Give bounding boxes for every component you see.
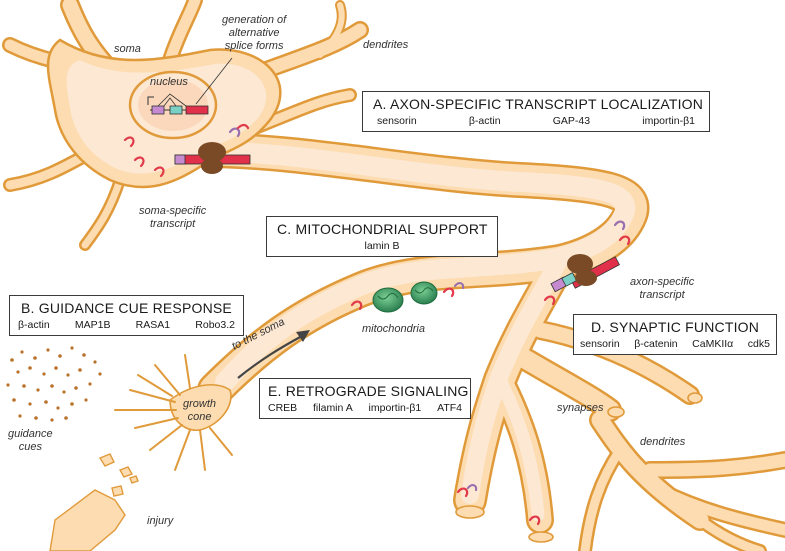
label-splice-forms: generation of alternative splice forms [222, 14, 287, 52]
box-e-items: CREB filamin A importin-β1 ATF4 [268, 402, 462, 414]
box-d-item: sensorin [580, 338, 620, 350]
box-c-title: C. MITOCHONDRIAL SUPPORT [277, 221, 488, 237]
label-soma-specific: soma-specific transcript [139, 205, 207, 230]
box-e-item: importin-β1 [368, 402, 422, 414]
axon-mrna-group [350, 220, 631, 526]
splice-pointer [195, 57, 233, 105]
box-d-item: β-catenin [634, 338, 678, 350]
box-d-title: D. SYNAPTIC FUNCTION [590, 319, 760, 335]
injury-fragments [49, 453, 139, 551]
box-a-items: sensorin β-actin GAP-43 importin-β1 [373, 115, 699, 127]
box-a-item: β-actin [468, 115, 501, 127]
box-b-guidance: B. GUIDANCE CUE RESPONSE β-actin MAP1B R… [9, 295, 244, 336]
label-mitochondria: mitochondria [362, 323, 425, 335]
label-dendrites-top: dendrites [363, 39, 409, 51]
box-e-item: ATF4 [437, 402, 462, 414]
box-e-item: filamin A [313, 402, 353, 414]
label-injury: injury [147, 515, 174, 527]
box-a-item: importin-β1 [642, 115, 695, 127]
box-d-item: CaMKIIα [692, 338, 734, 350]
axon-lumen [210, 142, 636, 522]
box-a-item: sensorin [377, 115, 417, 127]
box-b-item: β-actin [18, 319, 50, 331]
arrow-head [296, 330, 310, 342]
label-nucleus: nucleus [150, 76, 188, 88]
box-e-retrograde: E. RETROGRADE SIGNALING CREB filamin A i… [259, 378, 471, 419]
box-d-synaptic: D. SYNAPTIC FUNCTION sensorin β-catenin … [573, 314, 777, 355]
box-b-items: β-actin MAP1B RASA1 Robo3.2 [18, 319, 235, 331]
guidance-cue-dots [6, 346, 102, 422]
label-axon-specific: axon-specific transcript [630, 276, 695, 301]
box-c-item: lamin B [364, 240, 400, 252]
box-d-item: cdk5 [747, 338, 770, 350]
box-b-item: RASA1 [135, 319, 171, 331]
mitochondria-group [372, 281, 438, 313]
box-a-title: A. AXON-SPECIFIC TRANSCRIPT LOCALIZATION [373, 96, 704, 112]
box-b-title: B. GUIDANCE CUE RESPONSE [21, 300, 232, 316]
label-soma: soma [114, 43, 141, 55]
soma-ribosome [174, 142, 251, 174]
box-b-item: MAP1B [74, 319, 111, 331]
synapse-terminals [455, 392, 703, 543]
soma-mrna-group [123, 123, 250, 178]
box-c-items: lamin B [277, 240, 487, 252]
label-synapses: synapses [557, 402, 604, 414]
growth-cone [114, 354, 233, 471]
box-c-mitochondrial: C. MITOCHONDRIAL SUPPORT lamin B [266, 216, 498, 257]
retrograde-arrow [237, 335, 303, 379]
label-dendrites-bottom: dendrites [640, 436, 686, 448]
box-e-title: E. RETROGRADE SIGNALING [268, 383, 469, 399]
box-d-items: sensorin β-catenin CaMKIIα cdk5 [580, 338, 770, 350]
label-guidance-cues: guidance cues [8, 428, 53, 453]
axon-ribosome [550, 254, 620, 293]
gene-splice-icon [147, 93, 209, 115]
box-a-item: GAP-43 [552, 115, 591, 127]
box-e-item: CREB [268, 402, 298, 414]
label-growth-cone: growth cone [183, 398, 217, 423]
box-a-axon-specific: A. AXON-SPECIFIC TRANSCRIPT LOCALIZATION… [362, 91, 710, 132]
box-b-item: Robo3.2 [195, 319, 235, 331]
